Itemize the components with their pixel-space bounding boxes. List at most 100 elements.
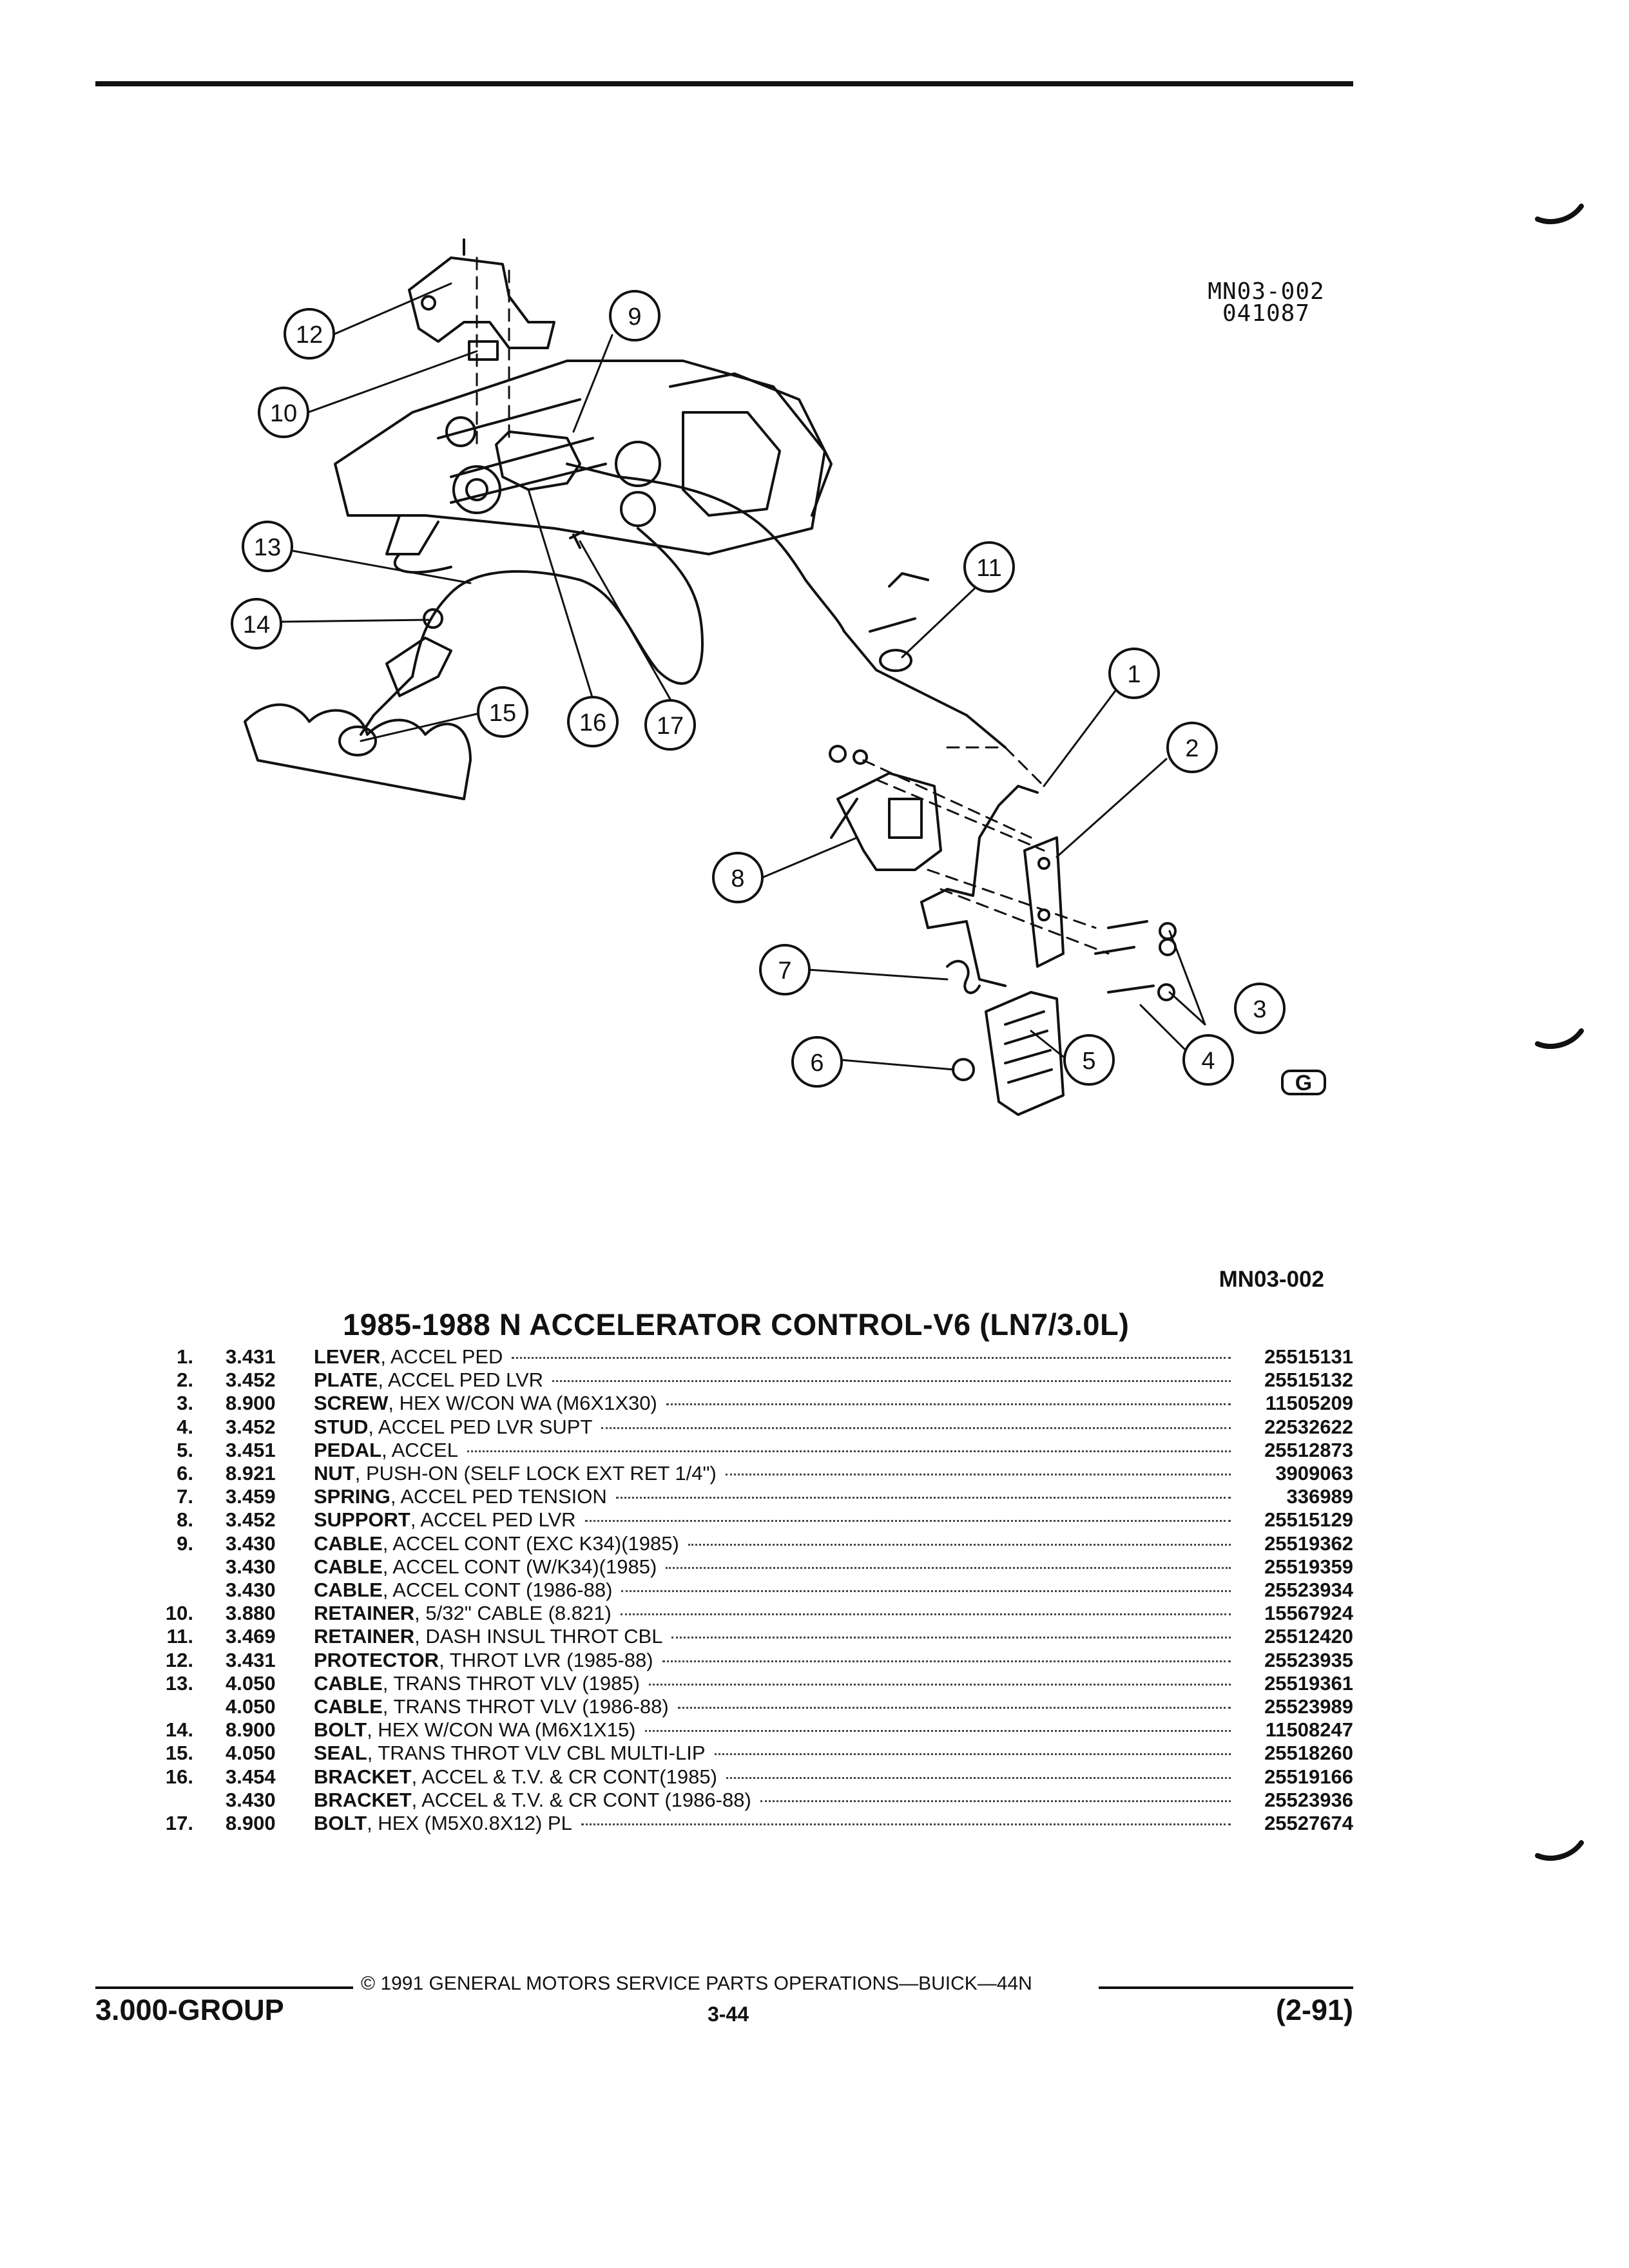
callout-17: 17 xyxy=(644,699,696,751)
part-description: PROTECTOR, THROT LVR (1985-88) xyxy=(314,1649,653,1672)
part-number: 25527674 xyxy=(1264,1812,1353,1834)
part-name: SUPPORT xyxy=(314,1508,410,1532)
part-detail: , ACCEL PED LVR SUPT xyxy=(368,1415,593,1438)
leader-dots xyxy=(616,1497,1231,1499)
item-number: 6. xyxy=(177,1462,193,1485)
leader-dots xyxy=(581,1823,1231,1825)
part-number: 11505209 xyxy=(1265,1392,1353,1415)
part-name: CABLE xyxy=(314,1555,383,1578)
part-name: PEDAL xyxy=(314,1438,382,1461)
parts-row: 3. 8.900 SCREW, HEX W/CON WA (M6X1X30) 1150… xyxy=(129,1392,1353,1415)
part-name: STUD xyxy=(314,1415,369,1438)
part-name: RETAINER xyxy=(314,1602,415,1625)
callout-11: 11 xyxy=(963,541,1015,593)
group-number: 3.430 xyxy=(226,1555,276,1578)
callout-13: 13 xyxy=(242,521,293,572)
part-name: BOLT xyxy=(314,1812,367,1834)
svg-text:1: 1 xyxy=(1127,661,1141,688)
callout-16: 16 xyxy=(567,696,619,747)
item-number: 3. xyxy=(177,1392,193,1415)
part-number: 11508247 xyxy=(1265,1718,1353,1742)
part-detail: , DASH INSUL THROT CBL xyxy=(414,1625,663,1648)
part-description: CABLE, ACCEL CONT (EXC K34)(1985) xyxy=(314,1532,679,1555)
part-detail: , TRANS THROT VLV (1986-88) xyxy=(382,1695,669,1718)
part-number: 25515129 xyxy=(1264,1508,1353,1532)
leader-dots xyxy=(666,1566,1231,1569)
item-number: 15. xyxy=(165,1742,193,1765)
callout-3: 3 xyxy=(1234,983,1286,1034)
leader-dots xyxy=(601,1427,1231,1429)
part-number: 25519166 xyxy=(1264,1765,1353,1788)
part-name: CABLE xyxy=(314,1671,383,1695)
part-detail: , ACCEL PED xyxy=(380,1345,503,1368)
group-number: 3.880 xyxy=(226,1602,276,1625)
leader-dots xyxy=(621,1590,1231,1592)
part-number: 15567924 xyxy=(1264,1602,1353,1625)
leader-dots xyxy=(645,1730,1231,1733)
group-number: 4.050 xyxy=(226,1695,276,1718)
leader-dots xyxy=(512,1357,1231,1359)
part-detail: , 5/32" CABLE (8.821) xyxy=(414,1602,612,1625)
part-number: 25512420 xyxy=(1264,1625,1353,1648)
leader-dots xyxy=(467,1450,1231,1452)
footer-rule-right xyxy=(1099,1986,1353,1989)
svg-text:8: 8 xyxy=(731,865,744,892)
group-number: 3.431 xyxy=(226,1345,276,1368)
part-name: RETAINER xyxy=(314,1625,415,1648)
part-name: BRACKET xyxy=(314,1788,412,1811)
part-detail: , HEX W/CON WA (M6X1X30) xyxy=(388,1392,657,1415)
item-number: 1. xyxy=(177,1345,193,1368)
svg-text:13: 13 xyxy=(254,534,281,561)
callout-6: 6 xyxy=(791,1036,843,1088)
item-number: 13. xyxy=(165,1671,193,1695)
item-number: 9. xyxy=(177,1532,193,1555)
pedal-pad-drawing xyxy=(985,991,1065,1116)
part-number: 25519359 xyxy=(1264,1555,1353,1578)
part-description: BRACKET, ACCEL & T.V. & CR CONT (1986-88… xyxy=(314,1789,751,1812)
svg-text:G: G xyxy=(1295,1071,1312,1095)
part-detail: , ACCEL xyxy=(381,1438,458,1461)
svg-text:10: 10 xyxy=(270,400,297,427)
exploded-parts-diagram: 12 10 9 13 14 15 16 17 11 1 2 8 7 6 5 4 … xyxy=(231,238,1326,1116)
transaxle-drawing xyxy=(244,703,472,800)
item-number: 14. xyxy=(165,1718,193,1742)
group-number: 8.900 xyxy=(226,1718,276,1742)
part-detail: , TRANS THROT VLV CBL MULTI-LIP xyxy=(367,1742,706,1765)
leader-dots xyxy=(666,1403,1231,1406)
svg-text:5: 5 xyxy=(1082,1048,1095,1075)
part-number: 25512873 xyxy=(1264,1438,1353,1461)
group-number: 8.900 xyxy=(226,1812,276,1834)
leader-dots xyxy=(621,1613,1231,1616)
part-description: RETAINER, DASH INSUL THROT CBL xyxy=(314,1625,662,1648)
nut-drawing xyxy=(952,1058,975,1081)
part-name: NUT xyxy=(314,1462,355,1485)
part-name: CABLE xyxy=(314,1579,383,1601)
part-number: 25523936 xyxy=(1264,1788,1353,1811)
figure-code-line2: 041087 xyxy=(1222,300,1311,327)
fasteners-drawing xyxy=(1094,920,1177,1001)
part-description: CABLE, ACCEL CONT (W/K34)(1985) xyxy=(314,1555,657,1579)
item-number: 8. xyxy=(177,1508,193,1532)
group-number: 3.452 xyxy=(226,1508,276,1532)
item-number: 4. xyxy=(177,1415,193,1438)
group-number: 8.900 xyxy=(226,1392,276,1415)
leader-dots xyxy=(726,1474,1231,1475)
part-detail: , TRANS THROT VLV (1985) xyxy=(382,1671,640,1695)
part-name: CABLE xyxy=(314,1532,383,1555)
part-name: SCREW xyxy=(314,1392,389,1415)
svg-text:3: 3 xyxy=(1253,996,1266,1023)
part-description: PLATE, ACCEL PED LVR xyxy=(314,1369,543,1392)
part-detail: , ACCEL CONT (EXC K34)(1985) xyxy=(382,1532,679,1555)
group-number: 4.050 xyxy=(226,1671,276,1695)
part-description: BRACKET, ACCEL & T.V. & CR CONT(1985) xyxy=(314,1765,717,1789)
group-number: 8.921 xyxy=(226,1462,276,1485)
